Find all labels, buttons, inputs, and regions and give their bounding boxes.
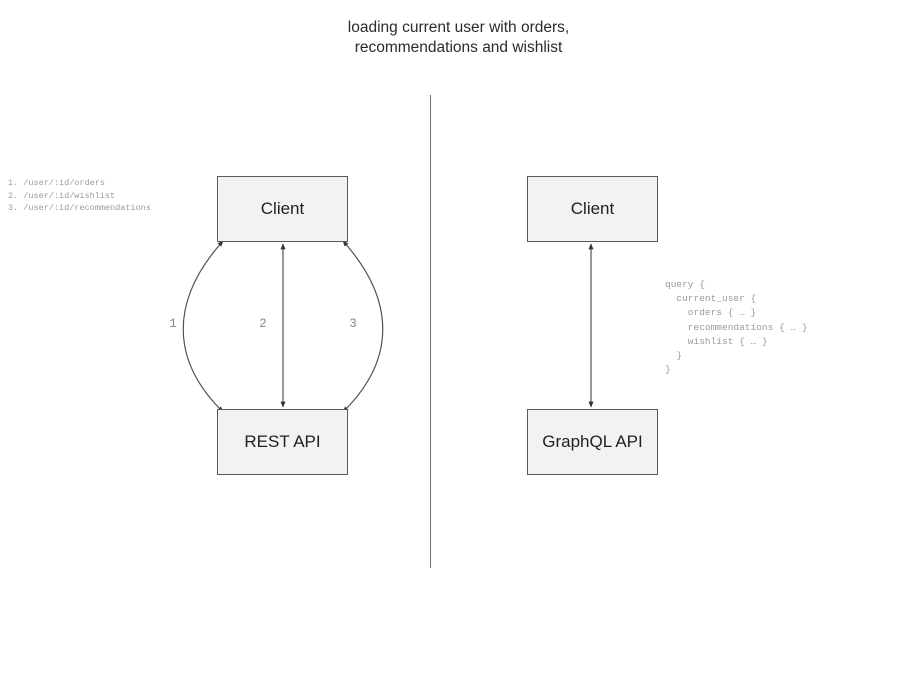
edge-1-orders bbox=[182, 240, 224, 413]
edge-label-2: 2 bbox=[259, 317, 267, 331]
node-client-rest[interactable]: Client bbox=[217, 176, 348, 242]
node-rest-api[interactable]: REST API bbox=[217, 409, 348, 475]
node-graphql-api[interactable]: GraphQL API bbox=[527, 409, 658, 475]
panel-divider bbox=[430, 95, 431, 568]
edge-label-1: 1 bbox=[169, 317, 177, 331]
node-client-graphql[interactable]: Client bbox=[527, 176, 658, 242]
graphql-query-annotation: query { current_user { orders { … } reco… bbox=[665, 279, 808, 376]
diagram-title: loading current user with orders, recomm… bbox=[347, 19, 570, 56]
edge-label-3: 3 bbox=[349, 317, 357, 331]
rest-endpoints-annotation: 1. /user/:id/orders 2. /user/:id/wishlis… bbox=[8, 178, 151, 214]
